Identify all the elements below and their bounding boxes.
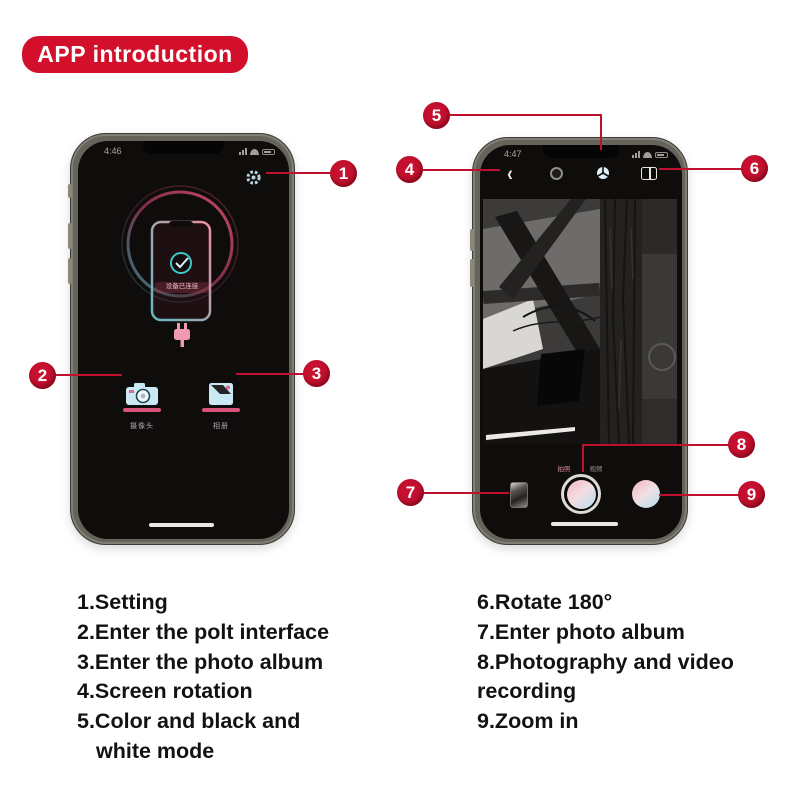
left-phone: 4:46 xyxy=(68,133,295,545)
right-phone: 4:47 ‹ xyxy=(470,137,688,545)
album-underline xyxy=(202,408,240,412)
home-indicator[interactable] xyxy=(551,522,618,526)
legend-item: 6.Rotate 180° xyxy=(477,590,613,614)
legend-item-continuation: white mode xyxy=(96,738,215,763)
zoom-in-button[interactable] xyxy=(632,480,660,508)
legend-item: 8.Photography and video xyxy=(477,649,734,674)
legend-item: 1.Setting xyxy=(77,590,168,614)
callout-9: 9 xyxy=(738,481,765,508)
rotate-180-button[interactable] xyxy=(641,166,657,180)
callout-line-1 xyxy=(266,172,330,174)
left-phone-notch xyxy=(143,141,224,154)
album-icon xyxy=(209,383,233,405)
callout-line-5-horizontal xyxy=(450,114,602,116)
wifi-icon xyxy=(250,149,259,155)
device-connected-badge: 设备已连接 xyxy=(155,282,209,293)
shutter-button[interactable] xyxy=(561,474,601,514)
album-entry-label: 相册 xyxy=(213,423,229,430)
banner-title: APP introduction xyxy=(37,41,233,67)
legend-item: 7.Enter photo album xyxy=(477,619,685,644)
left-phone-volume-up-button xyxy=(68,223,72,249)
photo-tab[interactable]: 拍照 xyxy=(557,466,571,473)
callout-5: 5 xyxy=(423,102,450,129)
battery-icon xyxy=(262,149,275,155)
callout-4: 4 xyxy=(396,156,423,183)
camera-underline xyxy=(123,408,161,412)
camera-entry-label: 摄像头 xyxy=(130,423,154,430)
camera-icon xyxy=(126,383,158,405)
callout-line-9 xyxy=(659,494,739,496)
left-status-icons xyxy=(239,148,275,155)
right-phone-volume-down-button xyxy=(470,259,474,287)
filter-circle-button[interactable] xyxy=(549,166,563,180)
camera-preview xyxy=(483,199,677,444)
settings-button[interactable] xyxy=(244,168,262,186)
left-status-time: 4:46 xyxy=(104,146,122,156)
camera-entry-button[interactable] xyxy=(123,381,161,407)
callout-7: 7 xyxy=(397,479,424,506)
gear-icon xyxy=(245,169,261,185)
signal-icon xyxy=(239,148,247,155)
split-rect-icon xyxy=(641,166,657,180)
back-button[interactable]: ‹ xyxy=(500,161,520,185)
callout-line-6 xyxy=(659,168,742,170)
callout-line-2 xyxy=(55,374,122,376)
callout-2: 2 xyxy=(29,362,56,389)
callout-6: 6 xyxy=(741,155,768,182)
callout-3: 3 xyxy=(303,360,330,387)
legend-item: 5.Color and black and xyxy=(77,709,301,734)
left-phone-volume-down-button xyxy=(68,258,72,284)
battery-icon xyxy=(655,152,668,158)
right-status-time: 4:47 xyxy=(504,149,522,159)
connection-graphic xyxy=(121,185,239,347)
legend-item: 2.Enter the polt interface xyxy=(77,619,330,644)
circle-icon xyxy=(549,166,563,180)
callout-line-4 xyxy=(423,169,500,171)
signal-icon xyxy=(632,151,640,158)
callout-8: 8 xyxy=(728,431,755,458)
wifi-icon xyxy=(643,152,652,158)
legend-item: 9.Zoom in xyxy=(477,709,579,734)
home-indicator[interactable] xyxy=(149,523,214,527)
trefoil-icon xyxy=(597,166,609,179)
shutter-inner xyxy=(566,479,596,509)
legend-item-continuation: recording xyxy=(477,679,577,704)
callout-line-7 xyxy=(424,492,509,494)
legend-item: 4.Screen rotation xyxy=(77,679,253,704)
legend-left-column: 1.Setting 2.Enter the polt interface 3.E… xyxy=(77,588,329,767)
callout-line-3 xyxy=(236,373,304,375)
color-mode-button[interactable] xyxy=(596,166,610,180)
legend-item: 3.Enter the photo album xyxy=(77,649,324,674)
photo-album-thumbnail-button[interactable] xyxy=(510,482,528,508)
banner: APP introduction xyxy=(22,36,248,73)
album-entry-button[interactable] xyxy=(208,381,234,407)
right-phone-screen: 4:47 ‹ xyxy=(480,145,682,539)
callout-line-8-vertical xyxy=(582,444,584,472)
legend-right-column: 6.Rotate 180° 7.Enter photo album 8.Phot… xyxy=(477,588,734,737)
back-chevron-icon: ‹ xyxy=(507,161,513,185)
video-tab[interactable]: 视频 xyxy=(589,466,603,473)
left-phone-power-button xyxy=(68,184,72,198)
left-phone-screen: 4:46 xyxy=(78,141,289,539)
callout-line-8-horizontal xyxy=(582,444,729,446)
callout-1: 1 xyxy=(330,160,357,187)
right-status-icons xyxy=(632,151,668,158)
right-phone-volume-up-button xyxy=(470,229,474,251)
right-phone-notch xyxy=(543,145,619,158)
callout-line-5-vertical xyxy=(600,114,602,150)
